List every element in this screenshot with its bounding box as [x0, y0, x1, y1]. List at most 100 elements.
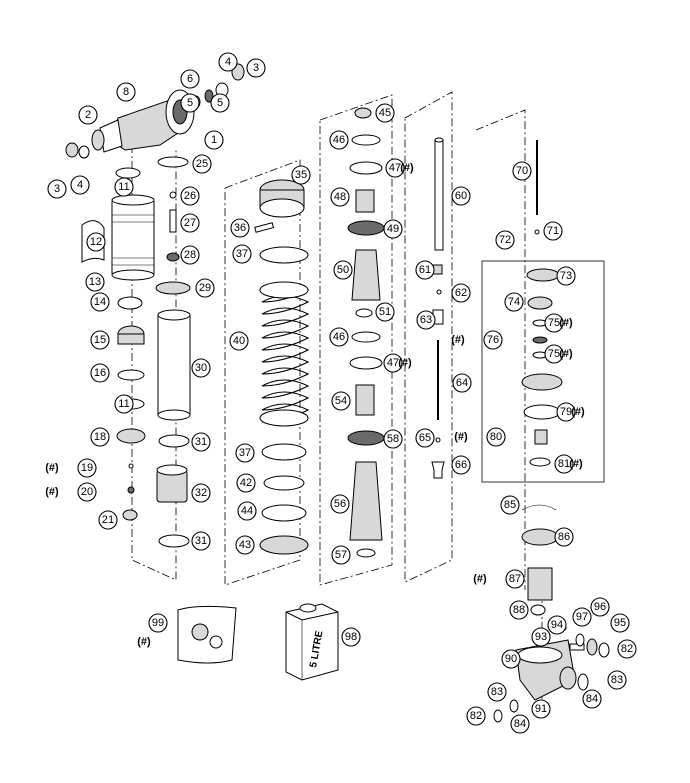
callout-26: 26: [180, 186, 200, 206]
callout-circle: [582, 689, 602, 709]
callout-circle: [204, 130, 224, 150]
callout-82: 82: [617, 639, 637, 659]
callout-number: 11: [118, 181, 129, 193]
callout-circle: [90, 330, 110, 350]
callout-number: 93: [535, 631, 547, 643]
callout-number: 81: [558, 458, 570, 470]
callout-circle: [487, 682, 507, 702]
callout-60: 60: [451, 186, 471, 206]
callout-2: 2: [78, 105, 98, 125]
callout-16: 16: [90, 363, 110, 383]
callout-number: 48: [334, 191, 346, 203]
callout-hash-note: (#): [571, 406, 585, 418]
callout-circle: [505, 569, 525, 589]
callout-hash-note: (#): [559, 317, 573, 329]
callout-number: 35: [295, 169, 307, 181]
callout-number: 83: [611, 674, 623, 686]
callout-circle: [218, 52, 238, 72]
callout-circle: [77, 482, 97, 502]
callout-hash-note: (#): [45, 462, 59, 474]
callout-74: 74: [504, 292, 524, 312]
callout-number: 82: [470, 710, 482, 722]
callout-number: 36: [234, 222, 246, 234]
callout-number: 42: [240, 477, 252, 489]
callout-97: 97: [572, 607, 592, 627]
callout-circle: [191, 531, 211, 551]
callout-circle: [547, 615, 567, 635]
callout-number: 87: [509, 573, 521, 585]
callout-45: 45: [375, 103, 395, 123]
callout-51: 51: [375, 302, 395, 322]
callout-circle: [572, 607, 592, 627]
callout-number: 27: [184, 217, 196, 229]
callout-46: 46: [329, 327, 349, 347]
callout-number: 62: [455, 287, 467, 299]
callout-circle: [77, 458, 97, 478]
callout-5: 5: [180, 93, 200, 113]
callout-number: 15: [94, 334, 106, 346]
reservoir: [81, 194, 155, 281]
callout-number: 94: [551, 619, 563, 631]
callout-47: 47(#): [385, 158, 414, 178]
callout-number: 88: [513, 604, 525, 616]
callout-96: 96: [590, 597, 610, 617]
callout-88: 88: [509, 600, 529, 620]
callout-31: 31: [191, 432, 211, 452]
callout-number: 8: [123, 86, 129, 98]
callout-circle: [375, 302, 395, 322]
callout-circle: [531, 627, 551, 647]
callout-number: 31: [195, 535, 207, 547]
callout-87: 87(#): [473, 569, 525, 589]
callout-circle: [331, 391, 351, 411]
callout-95: 95: [610, 613, 630, 633]
callout-number: 44: [241, 505, 253, 517]
shock-head-body: [91, 89, 195, 153]
callout-13: 13: [85, 272, 105, 292]
callout-circle: [486, 427, 506, 447]
callout-58: 58: [383, 429, 403, 449]
callout-83: 83: [607, 670, 627, 690]
callout-circle: [235, 443, 255, 463]
callout-number: 20: [81, 486, 93, 498]
callout-43: 43: [235, 535, 255, 555]
callout-number: 29: [199, 282, 211, 294]
callout-number: 45: [379, 107, 391, 119]
callout-5: 5: [210, 93, 230, 113]
callout-circle: [70, 175, 90, 195]
callout-circle: [330, 187, 350, 207]
callout-circle: [210, 93, 230, 113]
callout-1: 1: [204, 130, 224, 150]
callout-circle: [531, 699, 551, 719]
callout-circle: [607, 670, 627, 690]
callout-circle: [180, 69, 200, 89]
callout-number: 64: [456, 377, 468, 389]
callout-number: 58: [387, 433, 399, 445]
callout-25: 25: [192, 154, 212, 174]
callout-64: 64: [452, 373, 472, 393]
callout-20: 20(#): [45, 482, 97, 502]
callout-hash-note: (#): [451, 334, 465, 346]
callout-circle: [191, 432, 211, 452]
callout-circle: [617, 639, 637, 659]
callout-79: 79(#): [556, 402, 585, 422]
oil-can: 5 LITRE: [285, 603, 339, 681]
callout-number: 61: [419, 264, 431, 276]
callout-layer: 1233445568111112131415161819(#)20(#)2125…: [45, 52, 637, 734]
callout-3: 3: [47, 179, 67, 199]
callout-number: 47: [387, 357, 399, 369]
callout-circle: [554, 527, 574, 547]
callout-42: 42: [236, 473, 256, 493]
callout-6: 6: [180, 69, 200, 89]
callout-circle: [86, 232, 106, 252]
callout-circle: [329, 130, 349, 150]
callout-44: 44: [237, 501, 257, 521]
callout-circle: [246, 58, 266, 78]
callout-circle: [383, 429, 403, 449]
callout-number: 4: [225, 56, 231, 68]
callout-hash-note: (#): [454, 431, 468, 443]
callout-number: 47: [389, 162, 401, 174]
callout-circle: [237, 501, 257, 521]
callout-84: 84: [510, 714, 530, 734]
callout-circle: [451, 455, 471, 475]
